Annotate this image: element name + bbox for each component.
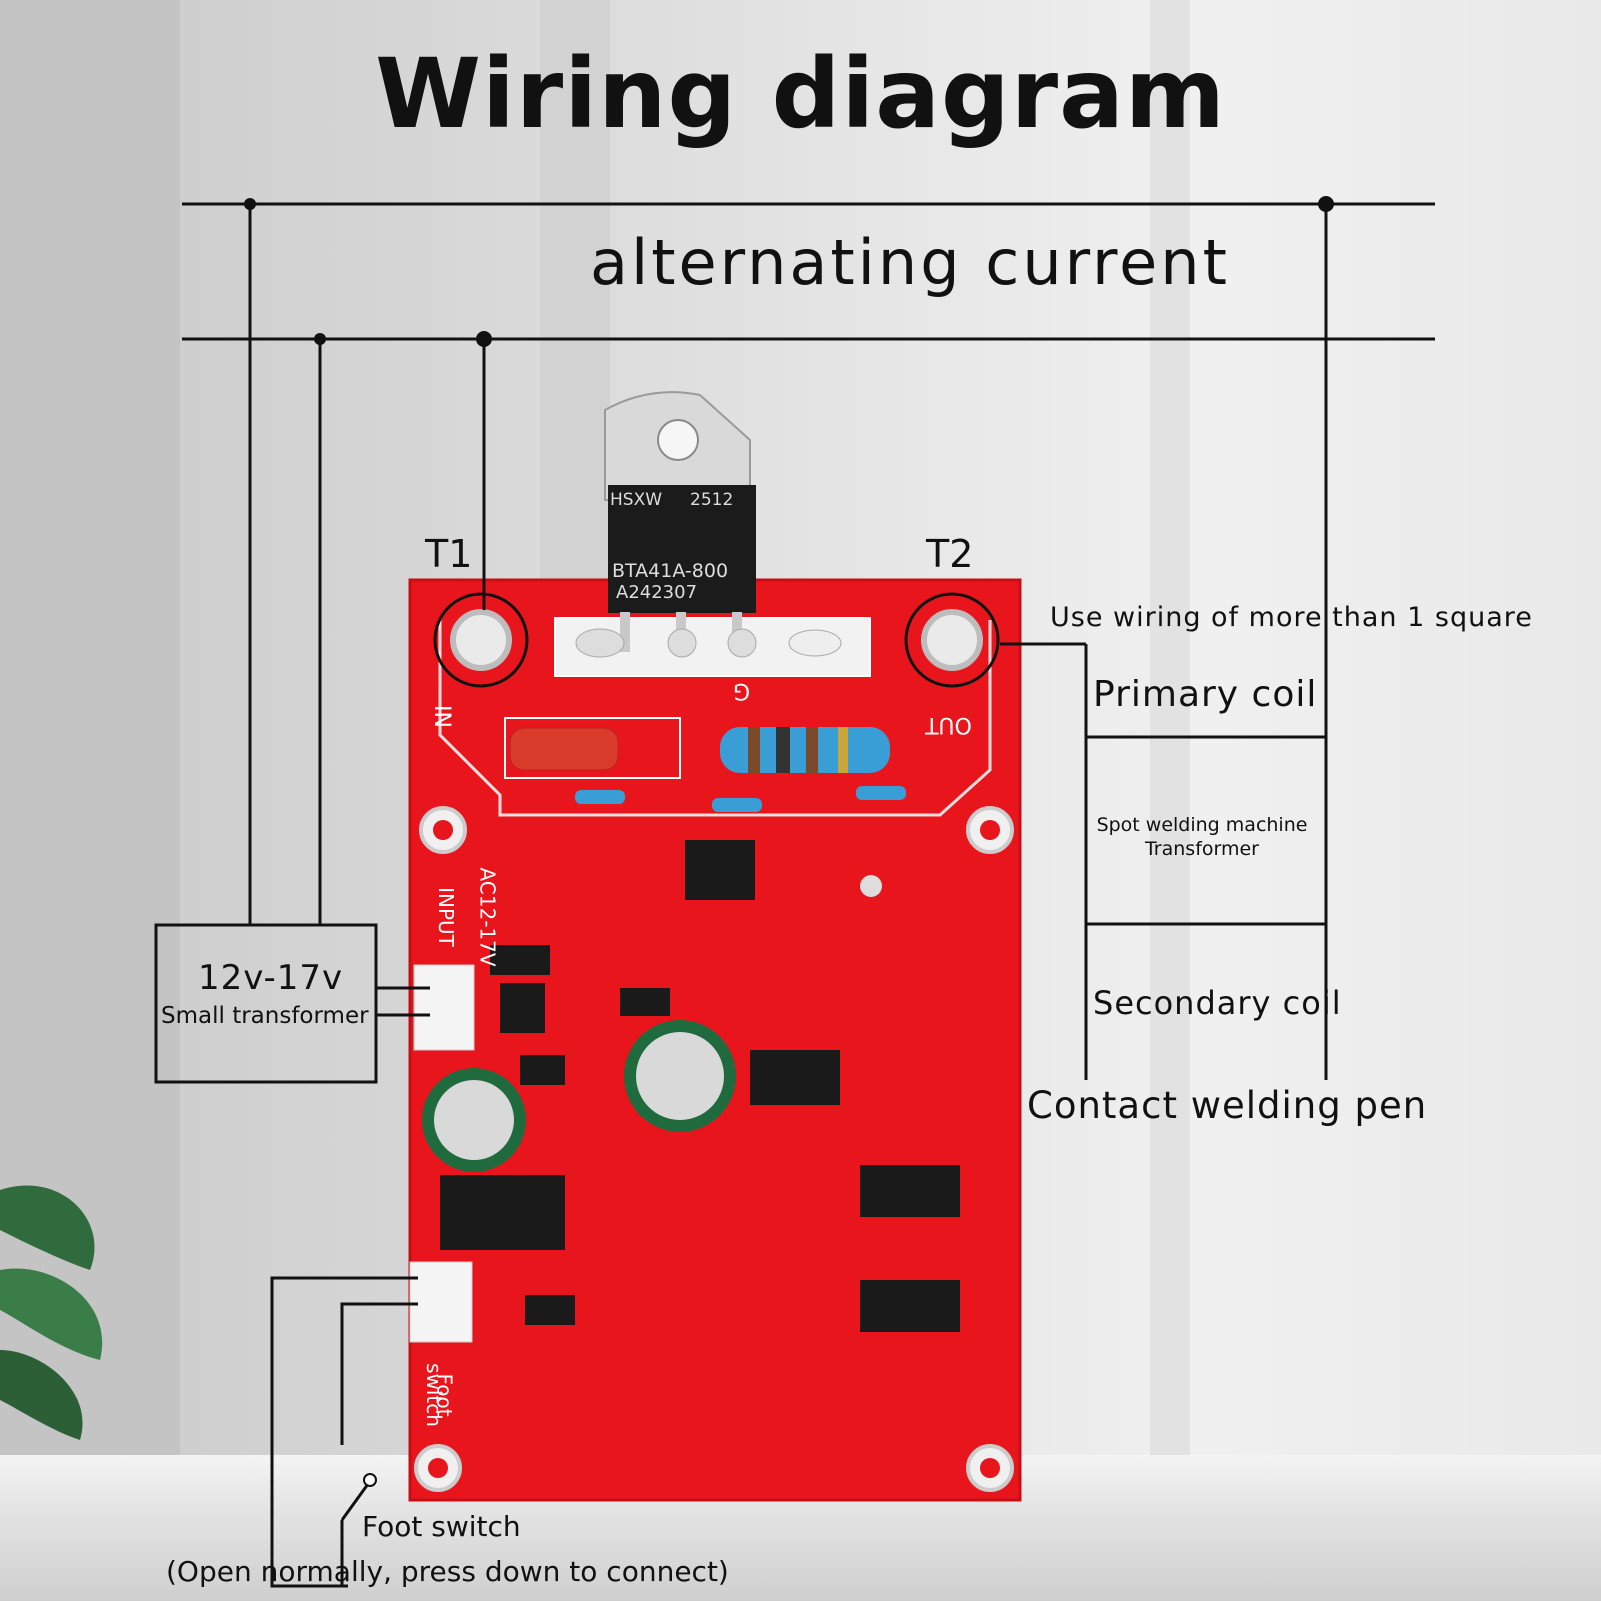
t2-terminal — [904, 592, 1000, 688]
triac-marking-batch: A242307 — [616, 582, 698, 603]
board-input-label: INPUT — [433, 887, 458, 947]
secondary-coil-label: Secondary coil — [1093, 984, 1342, 1022]
transformer-label-line2: Transformer — [1144, 838, 1259, 860]
small-transformer-voltage: 12v-17v — [198, 958, 344, 998]
t1-label: T1 — [425, 532, 473, 576]
primary-coil-label: Primary coil — [1093, 674, 1318, 715]
board-in-label: IN — [428, 705, 454, 728]
wiring-note: Use wiring of more than 1 square — [1050, 602, 1533, 633]
board-input-voltage-label: AC12-17V — [475, 867, 500, 967]
small-transformer-label: Small transformer — [161, 1003, 369, 1029]
input-connector — [413, 964, 475, 1051]
foot-switch-connector — [409, 1261, 473, 1343]
plant-leaves-icon — [0, 1185, 103, 1440]
triac-marking-part: BTA41A-800 — [612, 560, 729, 582]
board-out-label: OUT — [925, 712, 972, 737]
page-title: Wiring diagram — [375, 38, 1226, 150]
welding-pen-label: Contact welding pen — [1027, 1084, 1428, 1127]
foot-switch-contact — [340, 1483, 370, 1521]
small-transformer-box — [154, 923, 378, 1084]
foot-switch-label: Foot switch — [362, 1510, 521, 1543]
t2-label: T2 — [926, 532, 974, 576]
ac-label: alternating current — [590, 226, 1230, 299]
pcb-high-voltage-zone — [438, 620, 992, 817]
board-switch-label: switch — [421, 1363, 446, 1427]
board-g-label: G — [733, 678, 751, 703]
t1-terminal — [433, 592, 529, 688]
foot-switch-note: (Open normally, press down to connect) — [166, 1555, 729, 1588]
transformer-label-line1: Spot welding machine — [1096, 814, 1308, 836]
background-wall-panel — [1150, 0, 1190, 1601]
triac-component — [604, 391, 756, 652]
triac-marking-code: 2512 — [690, 490, 734, 510]
triac-marking-brand: HSXW — [610, 490, 663, 510]
